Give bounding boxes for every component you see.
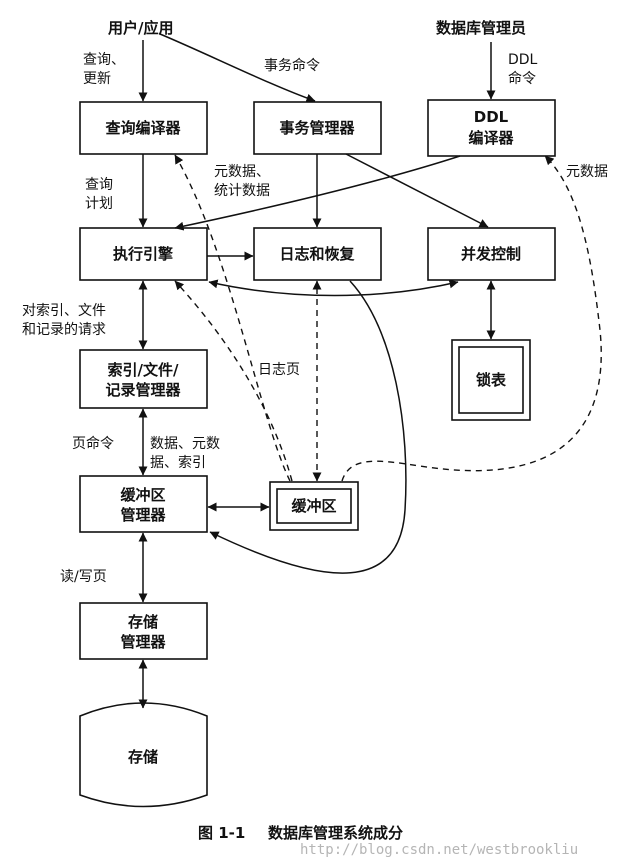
buffers-box — [269, 481, 359, 531]
edge-transaction-to-concurrency — [345, 153, 489, 228]
buffer-manager-label-line2: 管理器 — [120, 506, 166, 524]
index-file-record-manager-box — [79, 349, 208, 409]
dba-label: 数据库管理员 — [436, 19, 526, 37]
ddl-compiler-box — [427, 99, 556, 157]
metadata-label: 元数据 — [566, 164, 608, 180]
transaction-manager-box — [253, 101, 382, 155]
storage-manager-label-line1: 存储 — [128, 613, 158, 631]
ddl-compiler-label-line2: 编译器 — [468, 129, 514, 147]
user-app-label: 用户/应用 — [108, 19, 173, 37]
dashed-buffers-to-ddl-compiler — [341, 155, 602, 482]
concurrency-control-box — [427, 227, 556, 281]
edge-execution-concurrency — [208, 279, 459, 297]
query-update-label-line2: 更新 — [83, 71, 111, 87]
storage-manager-label-line2: 管理器 — [120, 633, 166, 651]
query-compiler-label: 查询编译器 — [105, 119, 181, 137]
logging-recovery-label: 日志和恢复 — [279, 245, 355, 263]
buffer-manager-label-line1: 缓冲区 — [120, 486, 165, 504]
index-manager-label-line2: 记录管理器 — [105, 381, 181, 399]
storage-cylinder — [79, 702, 208, 808]
lock-table-box — [451, 339, 531, 421]
query-plan-label-line2: 计划 — [85, 196, 113, 212]
ddl-compiler-label-line1: DDL — [474, 108, 509, 126]
concurrency-control-label: 并发控制 — [461, 245, 521, 263]
watermark: http://blog.csdn.net/westbrookliu — [300, 842, 578, 858]
transaction-manager-label: 事务管理器 — [279, 119, 355, 137]
buffer-manager-box — [79, 475, 208, 533]
requests-label-line1: 对索引、文件 — [22, 302, 106, 319]
figure-number: 图 1-1 — [198, 824, 245, 842]
index-manager-label-line1: 索引/文件/ — [108, 361, 179, 379]
data-metadata-indexes-line2: 据、索引 — [150, 454, 206, 471]
execution-engine-box — [79, 227, 208, 281]
ddl-commands-label-line2: 命令 — [508, 70, 536, 87]
lock-table-label: 锁表 — [476, 371, 507, 389]
edge-ddl-to-execution-engine — [174, 155, 461, 231]
ddl-commands-label-line1: DDL — [508, 52, 538, 68]
metadata-stats-label-line2: 统计数据 — [214, 183, 270, 199]
query-update-label-line1: 查询、 — [83, 52, 125, 68]
edge-user-to-transaction-manager — [159, 33, 316, 103]
page-commands-label: 页命令 — [72, 435, 114, 452]
storage-manager-box — [79, 602, 208, 660]
query-compiler-box — [79, 101, 208, 155]
requests-label-line2: 和记录的请求 — [22, 322, 106, 338]
execution-engine-label: 执行引擎 — [113, 245, 173, 263]
storage-label: 存储 — [128, 748, 158, 766]
query-plan-label-line1: 查询 — [85, 177, 113, 193]
transaction-commands-label: 事务命令 — [264, 57, 320, 74]
figure-title: 数据库管理系统成分 — [268, 824, 403, 842]
metadata-stats-label-line1: 元数据、 — [214, 164, 270, 180]
read-write-pages-label: 读/写页 — [60, 568, 107, 585]
dashed-buffers-to-execution-engine — [174, 280, 293, 482]
buffers-label: 缓冲区 — [291, 497, 336, 515]
log-pages-label: 日志页 — [258, 362, 300, 378]
data-metadata-indexes-line1: 数据、元数 — [150, 436, 220, 452]
dashed-buffers-to-query-compiler — [174, 154, 291, 482]
edge-logging-to-buffer-manager — [209, 280, 407, 574]
